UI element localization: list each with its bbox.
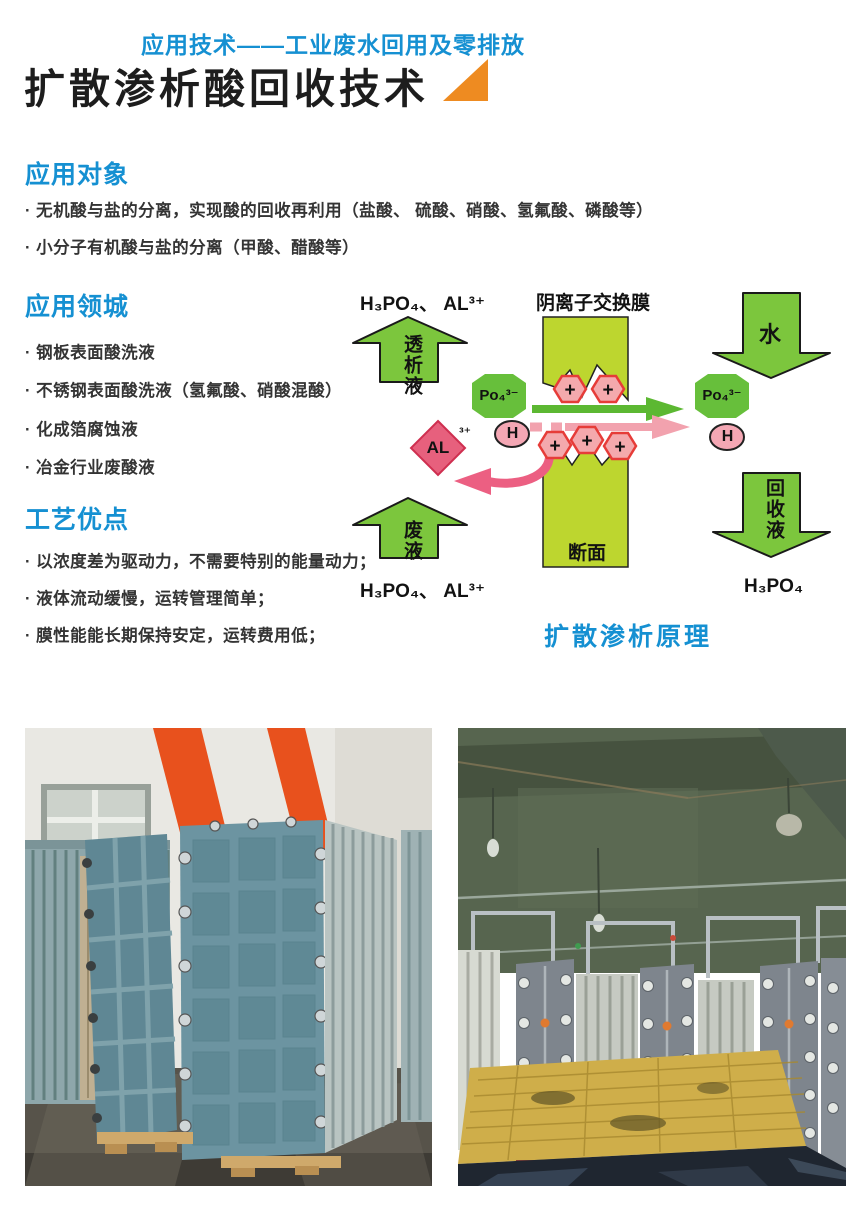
section-heading-process-advantages: 工艺优点 — [25, 506, 130, 534]
water-label: 水 — [759, 322, 782, 347]
al-ion-diamond — [409, 419, 467, 477]
fixed-charge-hexagon — [552, 374, 588, 404]
section-heading-application-fields: 应用领城 — [25, 293, 130, 321]
page-tagline: 应用技术——工业废水回用及零排放 — [141, 32, 525, 58]
fixed-charge-hexagon — [569, 425, 605, 455]
diagram-caption: 扩散渗析原理 — [543, 623, 712, 651]
bullet-item: · 膜性能能长期保持安定，运转费用低； — [25, 627, 326, 645]
grating-floor — [458, 1050, 807, 1164]
feed-formula-bottom: H₃PO₄、 AL³⁺ — [360, 581, 485, 602]
dialysate-label: 透析液 — [401, 334, 422, 397]
po4-label-right: Po₄³⁻ — [702, 387, 742, 404]
plus-sign: + — [581, 431, 592, 452]
light-bulb — [487, 777, 802, 932]
bullet-item: · 不锈钢表面酸洗液（氢氟酸、硝酸混酸） — [25, 382, 343, 400]
plus-sign: + — [602, 380, 613, 401]
accent-triangle-icon — [443, 59, 488, 101]
bullet-item: · 液体流动缓慢，运转管理简单； — [25, 590, 275, 608]
membrane-stack-side-right — [325, 820, 397, 1153]
h-label-left: H — [506, 425, 519, 442]
wet-floor — [458, 1146, 846, 1186]
recovery-label: 回收液 — [763, 478, 784, 541]
anion-flow-arrow — [532, 397, 684, 421]
wood-pallet — [97, 1132, 341, 1177]
unit-piping — [471, 906, 846, 983]
proton-flow-arrow — [565, 415, 690, 439]
h-ion-left — [494, 420, 530, 448]
po4-label-left: Po₄³⁻ — [479, 387, 519, 404]
recovery-down-arrow — [712, 472, 831, 558]
diffusion-dialysis-diagram: + + + + + — [352, 292, 831, 568]
section-heading-application-targets: 应用对象 — [25, 161, 130, 189]
al-charge-label: ³⁺ — [459, 424, 472, 440]
bullet-item: · 钢板表面酸洗液 — [25, 344, 156, 362]
cross-section-label: 断面 — [567, 543, 606, 564]
photo-membrane-stacks-workshop — [25, 728, 432, 1186]
page-title: 扩散渗析酸回收技术 — [24, 66, 429, 112]
fixed-charge-hexagon — [537, 430, 573, 460]
fixed-charge-hexagon — [602, 431, 638, 461]
bullet-item: · 以浓度差为驱动力，不需要特别的能量动力； — [25, 553, 377, 571]
po4-octagon-right — [695, 374, 749, 418]
al-label: AL — [426, 438, 450, 457]
po4-octagon-left — [472, 374, 526, 418]
fixed-charge-hexagon — [590, 374, 626, 404]
membrane-label: 阴离子交换膜 — [536, 293, 651, 314]
end-plate-front — [178, 816, 328, 1160]
h-label-right: H — [721, 428, 734, 445]
pipe-run — [458, 878, 846, 900]
pipe-run — [458, 935, 846, 955]
plus-sign: + — [549, 436, 560, 457]
end-plate-frame — [82, 834, 177, 1144]
waste-label: 废液 — [401, 520, 422, 562]
photo-dialysis-plant-room — [458, 728, 846, 1186]
dialysate-up-arrow — [352, 316, 468, 383]
recovered-acid-formula: H₃PO₄ — [744, 576, 804, 597]
rejected-cation-arrowhead — [454, 468, 491, 495]
water-down-arrow — [712, 292, 831, 379]
bullet-item: · 化成箔腐蚀液 — [25, 421, 139, 439]
waste-up-arrow — [352, 497, 468, 559]
bullet-item: · 小分子有机酸与盐的分离（甲酸、醋酸等） — [25, 239, 360, 257]
bullet-item: · 冶金行业废酸液 — [25, 459, 156, 477]
h-ion-right — [709, 423, 745, 451]
plus-sign: + — [564, 380, 575, 401]
bullet-item: · 无机酸与盐的分离，实现酸的回收再利用（盐酸、 硫酸、硝酸、氢氟酸、磷酸等） — [25, 202, 654, 220]
plus-sign: + — [614, 437, 625, 458]
feed-formula-top: H₃PO₄、 AL³⁺ — [360, 294, 485, 315]
